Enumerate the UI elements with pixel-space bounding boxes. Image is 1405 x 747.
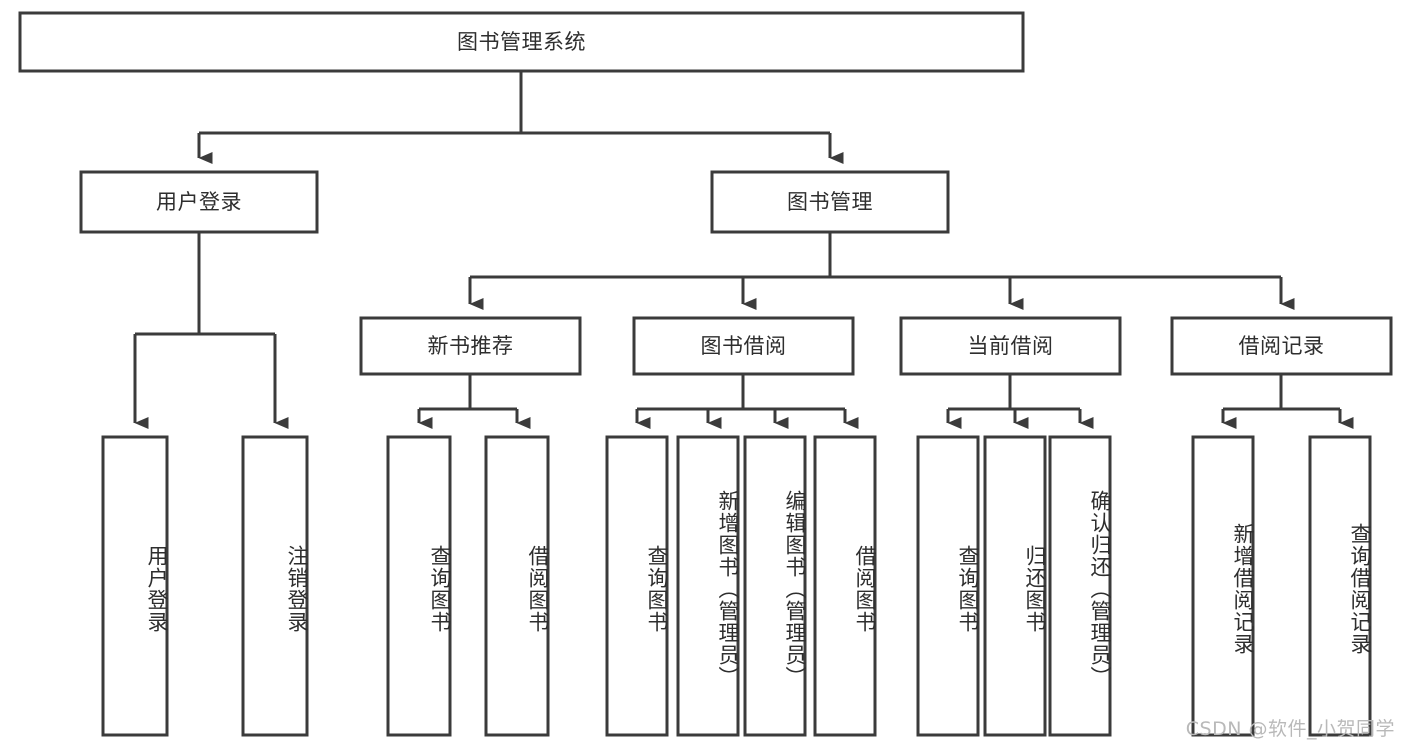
node-box-leaf-query-book-3[interactable] xyxy=(916,435,980,737)
node-box-leaf-logout[interactable] xyxy=(241,435,309,737)
node-box-leaf-user-login[interactable] xyxy=(101,435,169,737)
node-box-book-manage[interactable] xyxy=(710,170,950,234)
node-box-leaf-return-book[interactable] xyxy=(983,435,1047,737)
node-box-leaf-confirm-return[interactable] xyxy=(1048,435,1112,737)
watermark-text: CSDN @软件_小贺同学 xyxy=(1185,718,1395,740)
node-box-current-borrow[interactable] xyxy=(899,316,1122,376)
node-box-leaf-add-record[interactable] xyxy=(1191,435,1255,737)
node-box-leaf-query-book-2[interactable] xyxy=(605,435,669,737)
node-box-new-book-rec[interactable] xyxy=(359,316,582,376)
node-box-leaf-query-book-1[interactable] xyxy=(386,435,452,737)
node-box-leaf-borrow-book-1[interactable] xyxy=(484,435,550,737)
node-box-leaf-query-record[interactable] xyxy=(1308,435,1372,737)
node-box-book-borrow[interactable] xyxy=(632,316,855,376)
node-box-root[interactable] xyxy=(18,11,1025,73)
node-box-leaf-add-book[interactable] xyxy=(676,435,740,737)
node-box-borrow-record[interactable] xyxy=(1170,316,1393,376)
node-box-user-login[interactable] xyxy=(79,170,319,234)
node-box-leaf-edit-book[interactable] xyxy=(743,435,807,737)
node-box-leaf-borrow-book-2[interactable] xyxy=(813,435,877,737)
